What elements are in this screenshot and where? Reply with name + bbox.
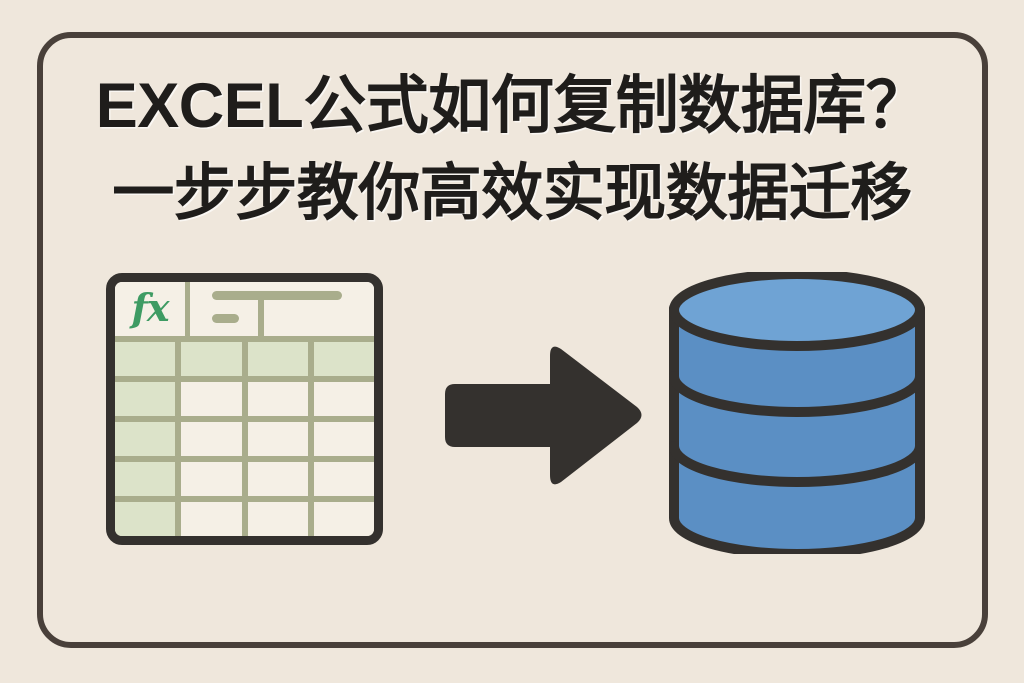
database-cylinder-icon [666, 272, 928, 554]
spreadsheet-inner: fx [115, 282, 374, 536]
grid-cell [115, 422, 176, 456]
formula-bar-content [190, 282, 374, 342]
grid-cell [115, 382, 176, 416]
grid-cell [115, 342, 176, 376]
title-line-1: EXCEL公式如何复制数据库？ [95, 71, 929, 141]
grid-cell [181, 502, 242, 536]
formula-bar-long-icon [212, 291, 342, 300]
page-title: EXCEL公式如何复制数据库？ 一步步教你高效实现数据迁移 [0, 62, 1024, 238]
grid-cell [115, 502, 176, 536]
grid-cell [115, 462, 176, 496]
title-line-2: 一步步教你高效实现数据迁移 [112, 159, 912, 228]
grid-cell [247, 462, 308, 496]
grid-cell [247, 342, 308, 376]
grid-cell [313, 422, 374, 456]
grid-cell [313, 382, 374, 416]
fx-icon: fx [115, 282, 190, 336]
grid-cell [247, 382, 308, 416]
spreadsheet-grid [115, 342, 374, 536]
fx-glyph-label: fx [131, 285, 169, 330]
grid-cell [313, 502, 374, 536]
grid-cell [247, 502, 308, 536]
grid-cell [313, 462, 374, 496]
formula-bar-divider-icon [258, 295, 264, 342]
grid-cell [181, 342, 242, 376]
right-arrow-icon [437, 338, 647, 493]
grid-cell [247, 422, 308, 456]
grid-cell [181, 382, 242, 416]
excel-spreadsheet-icon: fx [106, 273, 383, 545]
grid-cell [181, 462, 242, 496]
formula-bar-short-icon [212, 314, 239, 323]
formula-bar-row: fx [115, 282, 374, 342]
grid-cell [181, 422, 242, 456]
grid-cell [313, 342, 374, 376]
